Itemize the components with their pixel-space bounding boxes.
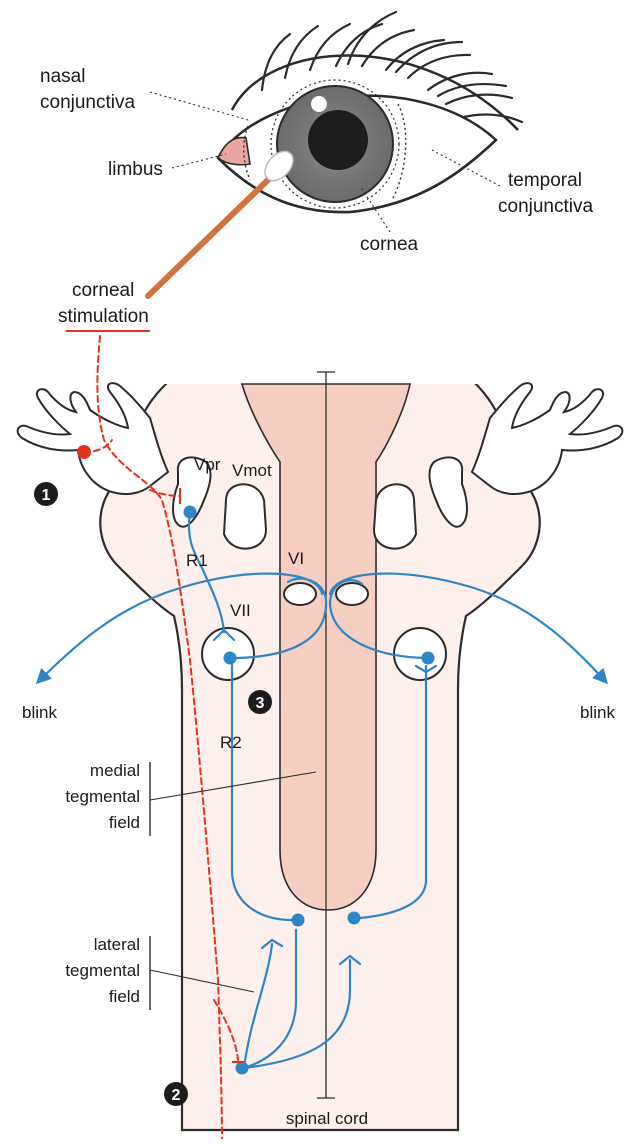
- eye-highlight: [311, 96, 327, 112]
- right-trigeminal-ganglion: [472, 383, 622, 494]
- blink-left-label: blink: [22, 703, 57, 722]
- nasal-conjunctiva-label-2: conjunctiva: [40, 92, 135, 113]
- badge-1-text: 1: [42, 487, 51, 504]
- medial-tegmental-label-2: tegmental: [65, 787, 140, 806]
- left-trigeminal-ganglion: [18, 383, 168, 494]
- r2-label: R2: [220, 733, 242, 752]
- medial-field-neuron-left-soma: [292, 914, 305, 927]
- swab-stick: [148, 176, 272, 296]
- limbus-label: limbus: [108, 159, 163, 180]
- vi-nucleus-right: [336, 583, 368, 605]
- lateral-tegmental-label-2: tegmental: [65, 961, 140, 980]
- temporal-conjunctiva-label-1: temporal: [508, 170, 582, 191]
- ganglion-cell-soma: [77, 445, 91, 459]
- blink-right-label: blink: [580, 703, 615, 722]
- badge-2-text: 2: [172, 1087, 181, 1104]
- vii-motoneuron-left-soma: [224, 652, 237, 665]
- cotton-swab: [148, 146, 299, 296]
- medial-tegmental-label-1: medial: [90, 761, 140, 780]
- badge-1: 1: [34, 482, 58, 506]
- brainstem: [100, 370, 539, 1130]
- vii-motoneuron-right-soma: [422, 652, 435, 665]
- r1-label: R1: [186, 551, 208, 570]
- vpr-interneuron-soma: [184, 506, 197, 519]
- vmot-nucleus-right: [374, 484, 416, 548]
- corneal-stimulation-label-2: stimulation: [58, 306, 149, 327]
- vpr-label: Vpr: [194, 455, 221, 474]
- nasal-conjunctiva-label-1: nasal: [40, 66, 85, 87]
- vmot-label: Vmot: [232, 461, 272, 480]
- vii-label: VII: [230, 601, 251, 620]
- lateral-field-neuron-soma: [236, 1062, 249, 1075]
- temporal-conjunctiva-label-2: conjunctiva: [498, 196, 593, 217]
- medial-field-neuron-right-soma: [348, 912, 361, 925]
- cornea-label: cornea: [360, 234, 419, 255]
- vi-label: VI: [288, 549, 304, 568]
- vi-nucleus-left: [284, 583, 316, 605]
- vmot-nucleus-left: [224, 484, 266, 548]
- corneal-stimulation-label-1: corneal: [72, 280, 134, 301]
- lateral-tegmental-label-3: field: [109, 987, 140, 1006]
- badge-2: 2: [164, 1082, 188, 1106]
- badge-3: 3: [248, 690, 272, 714]
- pupil: [308, 110, 368, 170]
- lateral-tegmental-label-1: lateral: [94, 935, 140, 954]
- spinal-cord-label: spinal cord: [286, 1109, 368, 1128]
- vii-nucleus-right: [394, 628, 446, 680]
- badge-3-text: 3: [256, 695, 265, 712]
- medial-tegmental-label-3: field: [109, 813, 140, 832]
